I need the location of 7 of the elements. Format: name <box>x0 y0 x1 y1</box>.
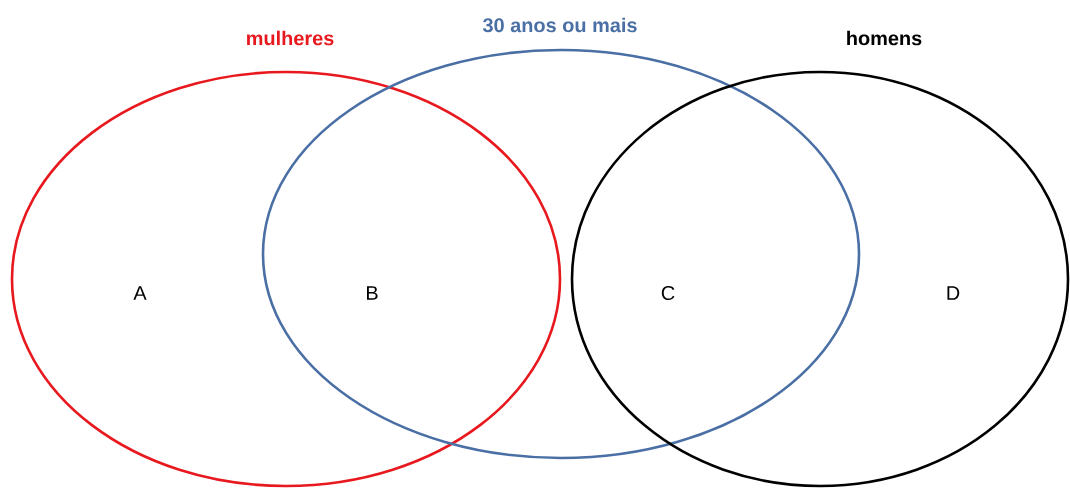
set-title: 30 anos ou mais <box>482 17 637 33</box>
set-title: homens <box>847 30 922 46</box>
region-label: D <box>947 286 960 300</box>
region-label: C <box>661 285 675 301</box>
set-title: mulheres <box>247 30 334 46</box>
region-label: A <box>133 286 147 300</box>
region-label: B <box>367 286 378 300</box>
